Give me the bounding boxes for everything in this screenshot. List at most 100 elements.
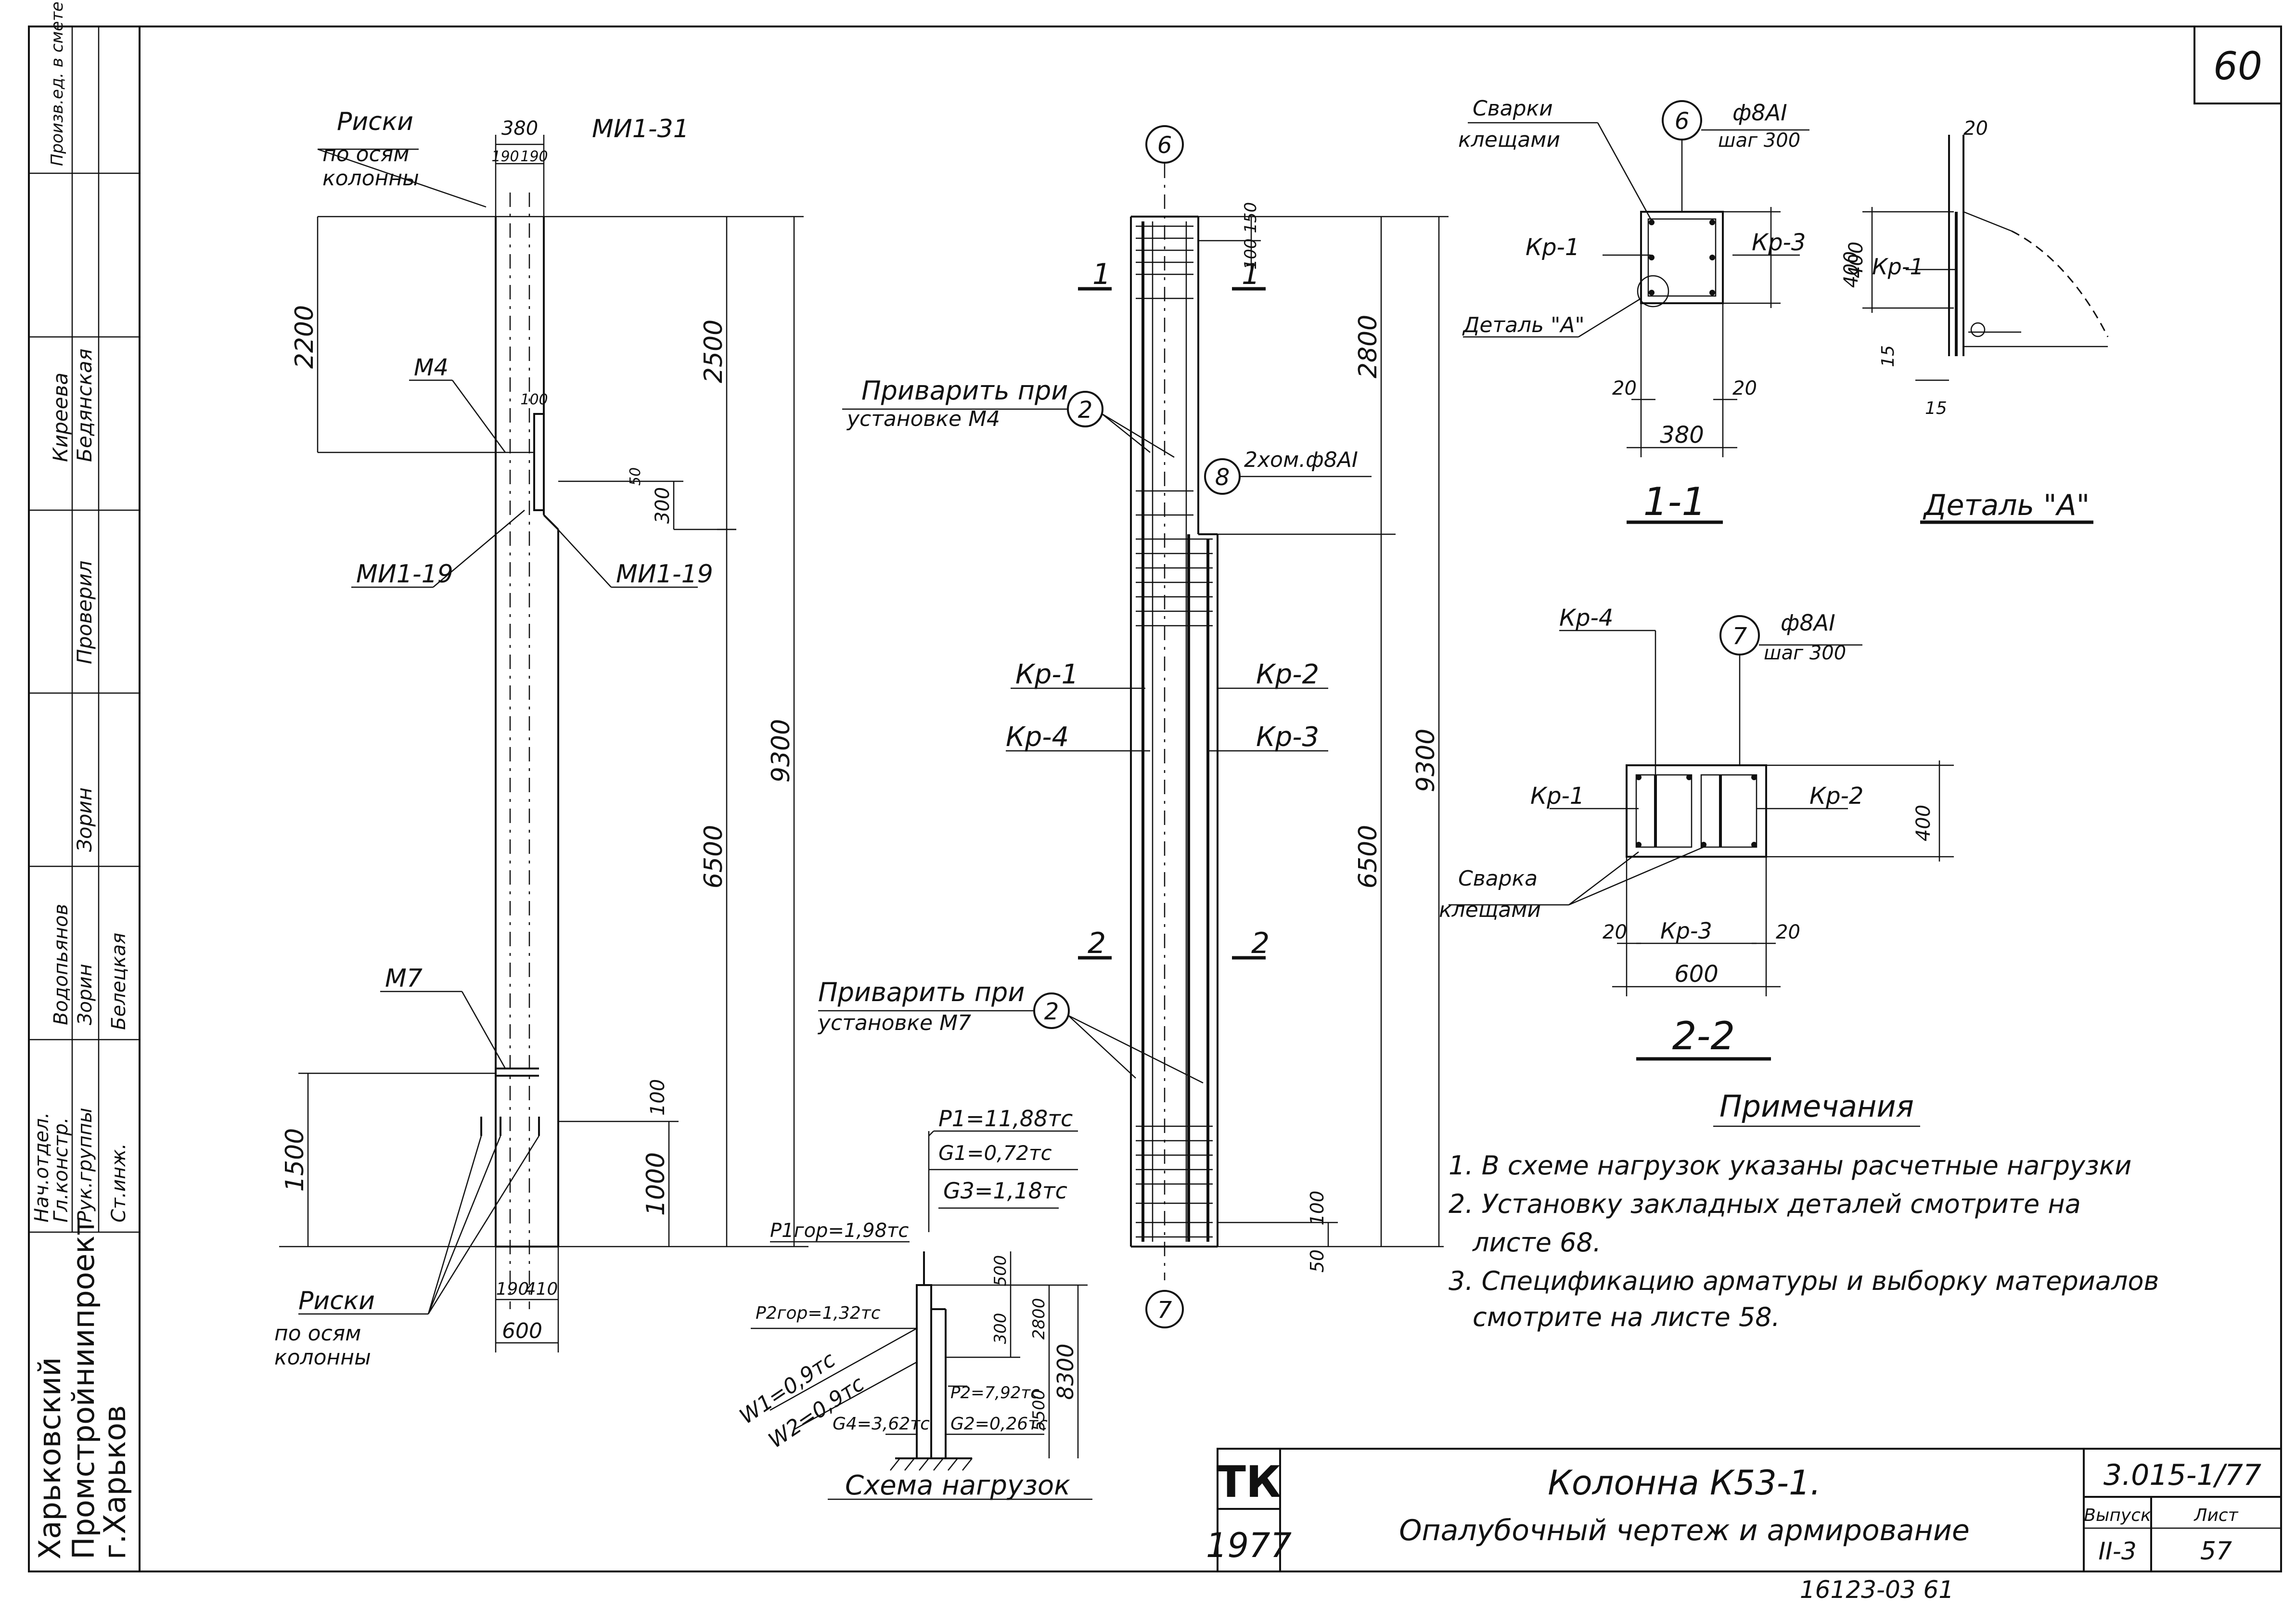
load-p1-hor: P1гор=1,98тс xyxy=(770,1220,909,1242)
title-block xyxy=(1217,1448,2282,1572)
load-dim-5500: 5500 xyxy=(1029,1390,1049,1431)
stamp-row-0-role: Произв.ед. в смете по программе ЯПК-12 xyxy=(48,0,67,166)
section-1-1-drawing xyxy=(1463,100,1809,524)
dim-2200: 2200 xyxy=(290,305,319,369)
title-sheet-value: 57 xyxy=(2200,1537,2232,1566)
dim-300-right: 300 xyxy=(652,487,674,524)
dim-190b-top: 190 xyxy=(520,148,548,165)
load-p1: P1=11,88тс xyxy=(938,1106,1073,1132)
stamp-row-5-role: Нач.отдел. xyxy=(31,1112,53,1223)
stamp-row-1-name: Киреева xyxy=(49,373,72,462)
sec-2-2-kr3: Кр-3 xyxy=(1660,918,1712,944)
sec-2-2-dim-600: 600 xyxy=(1674,961,1719,988)
sec-2-2-dim-20a: 20 xyxy=(1603,921,1627,943)
sec-2-2-weld-1: Сварка xyxy=(1458,866,1538,891)
weld-note-m4-line2: установке М4 xyxy=(846,407,1000,431)
notes-heading: Примечания xyxy=(1719,1089,1914,1124)
dim-600-bottom: 600 xyxy=(502,1319,542,1343)
sec-1-1-bar-note-1: ф8АI xyxy=(1732,100,1787,126)
dim-1500: 1500 xyxy=(281,1128,309,1192)
load-g2: G2=0,26тс xyxy=(950,1414,1048,1434)
load-dim-8300: 8300 xyxy=(1052,1343,1078,1400)
sec-1-1-pos6: 6 xyxy=(1675,108,1690,135)
dim-380-top: 380 xyxy=(501,117,538,140)
dim-410-bottom: 410 xyxy=(525,1279,558,1299)
label-kr3: Кр-3 xyxy=(1256,721,1319,753)
notes-item-3: 3. Спецификацию арматуры и выборку матер… xyxy=(1449,1266,2159,1296)
label-kr2: Кр-2 xyxy=(1256,659,1319,690)
stamp-row-8-role: Ст.инж. xyxy=(108,1143,130,1223)
section-1-right: 1 xyxy=(1242,257,1260,291)
formwork-view xyxy=(279,135,808,1352)
load-dim-500: 500 xyxy=(991,1255,1010,1287)
dim-100-m4: 100 xyxy=(520,391,548,408)
load-g4: G4=3,62тс xyxy=(833,1414,930,1434)
label-kr4: Кр-4 xyxy=(1006,721,1069,753)
pos-2-callout-bottom: 2 xyxy=(1044,998,1059,1025)
detail-a-dim-20: 20 xyxy=(1963,117,1988,140)
load-dim-300: 300 xyxy=(991,1313,1010,1344)
label-mi1-19-left: МИ1-19 xyxy=(356,560,453,589)
title-subtitle: Опалубочный чертеж и армирование xyxy=(1399,1514,1970,1547)
reinforcement-view xyxy=(818,125,1449,1328)
stamp-row-4-name: Зорин xyxy=(73,787,96,852)
load-p2-hor: P2гор=1,32тс xyxy=(756,1303,881,1323)
load-dim-2800: 2800 xyxy=(1029,1298,1049,1340)
dim-2800: 2800 xyxy=(1354,315,1383,378)
dim-6500-right: 6500 xyxy=(1354,825,1383,888)
load-g1: G1=0,72тс xyxy=(938,1141,1052,1165)
dim-190a-top: 190 xyxy=(491,148,519,165)
sec-2-2-weld-2: клещами xyxy=(1439,898,1541,922)
weld-note-m4-line1: Приварить при xyxy=(861,375,1068,406)
sec-1-1-dim-400: 400 xyxy=(1840,251,1862,288)
weld-1-1-line1: Сварки xyxy=(1473,96,1553,121)
dim-2500: 2500 xyxy=(699,320,728,383)
label-m7: М7 xyxy=(385,964,423,993)
detail-a-title: Деталь "А" xyxy=(1923,489,2090,522)
pos-8-callout: 8 xyxy=(1215,464,1230,491)
sec-1-1-kr3: Кр-3 xyxy=(1752,229,1806,256)
title-year: 1977 xyxy=(1206,1526,1292,1565)
sec-1-1-dim-380: 380 xyxy=(1660,422,1704,449)
sec-1-1-dim-20a: 20 xyxy=(1612,377,1637,399)
dim-9300-left: 9300 xyxy=(767,719,795,783)
sec-2-2-bar-note-2: шаг 300 xyxy=(1764,642,1846,664)
dim-9300-right: 9300 xyxy=(1411,729,1440,792)
risks-top-line1: Риски xyxy=(337,107,413,136)
dim-190-bottom: 190 xyxy=(496,1279,529,1299)
org-line-3: г.Харьков xyxy=(97,1405,132,1559)
sec-2-2-pos7: 7 xyxy=(1732,623,1747,650)
org-line-1: Харьковский xyxy=(32,1357,67,1559)
dim-100-bottom: 100 xyxy=(1307,1191,1328,1226)
risks-bottom-line1: Риски xyxy=(298,1287,375,1315)
sec-1-1-detail-ref: Деталь "А" xyxy=(1462,313,1585,337)
sheet-frame xyxy=(28,26,2282,1572)
bottom-archive-code: 16123-03 61 xyxy=(1800,1576,1954,1604)
section-1-left: 1 xyxy=(1092,257,1111,291)
detail-a-dim-15b: 15 xyxy=(1925,399,1947,418)
risks-bottom-line3: колонны xyxy=(274,1345,371,1370)
load-p2: P2=7,92тс xyxy=(950,1383,1039,1403)
pos-2-callout-top: 2 xyxy=(1078,397,1093,424)
title-issue-value: II-3 xyxy=(2098,1537,2136,1565)
sec-1-1-kr1: Кр-1 xyxy=(1526,234,1579,261)
risks-top-line2: по осям xyxy=(322,142,409,167)
risks-bottom-line2: по осям xyxy=(274,1321,361,1346)
dim-1000: 1000 xyxy=(641,1152,670,1216)
detail-a-kr1: Кр-1 xyxy=(1872,254,1924,280)
stamp-row-8-name: Белецкая xyxy=(108,933,130,1030)
sec-2-2-dim-400: 400 xyxy=(1912,805,1935,841)
sheet-number: 60 xyxy=(2213,44,2262,89)
title-issue-label: Выпуск xyxy=(2084,1506,2151,1525)
stamp-row-7-role: Рук.группы xyxy=(74,1107,96,1223)
sec-2-2-bar-note-1: ф8АI xyxy=(1781,610,1835,636)
section-2-left: 2 xyxy=(1088,927,1106,960)
stamp-row-3-role: Проверил xyxy=(73,561,96,664)
notes-item-2: 2. Установку закладных деталей смотрите … xyxy=(1449,1189,2081,1219)
label-m4: М4 xyxy=(414,354,449,381)
label-mi1-19-right: МИ1-19 xyxy=(616,560,713,589)
detail-a-dim-400: 400 xyxy=(1845,242,1867,278)
dim-50-bottom: 50 xyxy=(1307,1249,1328,1273)
detail-a-drawing xyxy=(1862,135,2109,524)
